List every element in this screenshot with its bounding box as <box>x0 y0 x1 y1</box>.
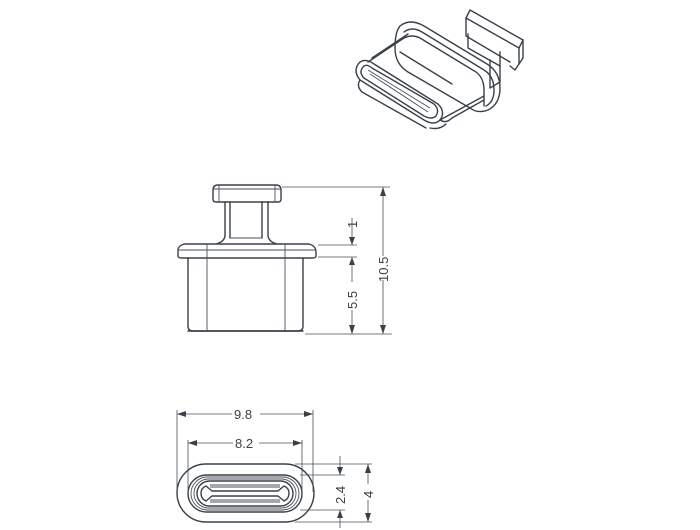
dim-total-height: 10.5 <box>376 257 391 282</box>
side-view-dimensions: 10.5 1 5.5 <box>282 186 392 335</box>
front-view-dimensions: 9.8 8.2 2.4 4 <box>176 407 376 528</box>
dim-inner-height: 2.4 <box>333 486 348 504</box>
isometric-view <box>355 9 524 130</box>
front-view <box>176 463 315 523</box>
dim-flange-thickness: 1 <box>345 221 360 228</box>
dim-body-height: 5.5 <box>345 291 360 309</box>
dim-inner-width: 8.2 <box>235 436 253 451</box>
dim-outer-width: 9.8 <box>234 407 252 422</box>
side-view <box>177 184 317 332</box>
dim-outer-height: 4 <box>361 491 376 498</box>
